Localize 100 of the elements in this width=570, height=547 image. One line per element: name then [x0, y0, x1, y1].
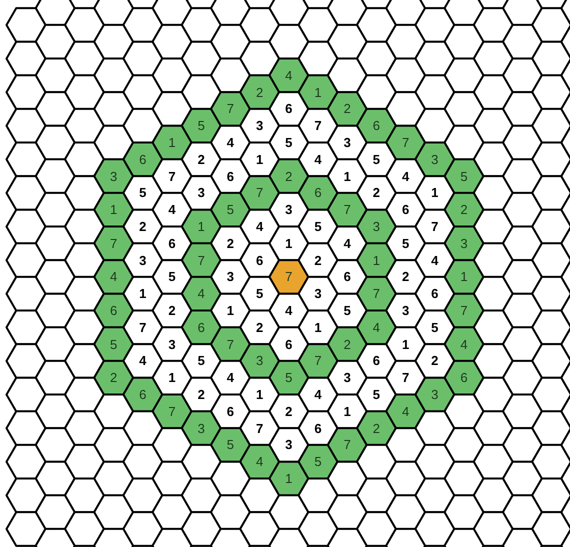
- cell-number: 7: [285, 270, 292, 284]
- cell-number: 2: [431, 354, 438, 368]
- hex-cell: [6, 511, 46, 547]
- cell-number: 4: [285, 304, 292, 318]
- cell-number: 6: [431, 287, 438, 300]
- hex-cell: [6, 310, 46, 346]
- hex-cell: [560, 24, 570, 60]
- cell-number: 5: [256, 287, 264, 300]
- cell-number: 1: [402, 338, 410, 351]
- cell-number: 3: [198, 422, 205, 435]
- cell-number: 6: [285, 338, 292, 351]
- hex-cell: [6, 410, 46, 446]
- hex-cell: [6, 108, 46, 144]
- cell-number: 5: [198, 119, 205, 132]
- cell-number: 7: [314, 119, 322, 132]
- hex-cell: [326, 0, 368, 26]
- cell-number: 7: [226, 102, 234, 116]
- hex-cell: [444, 0, 484, 26]
- cell-number: 2: [285, 404, 292, 418]
- cell-number: 1: [285, 472, 292, 486]
- cell-number: 5: [372, 388, 380, 402]
- cell-number: 4: [344, 236, 351, 250]
- cell-number: 4: [314, 152, 322, 166]
- cell-number: 6: [314, 186, 322, 200]
- cell-number: 3: [314, 287, 322, 300]
- cell-number: 4: [431, 254, 438, 267]
- cell-number: 1: [168, 136, 176, 150]
- hex-cell: [64, 511, 105, 547]
- cell-number: 7: [226, 338, 234, 351]
- hex-cell: [34, 0, 76, 26]
- cell-number: 7: [139, 320, 146, 334]
- cell-number: 3: [344, 371, 351, 384]
- hex-cell: [560, 226, 570, 262]
- cell-number: 3: [460, 236, 468, 250]
- cell-number: 1: [110, 203, 118, 216]
- hex-cell: [6, 40, 46, 76]
- cell-number: 4: [198, 287, 205, 300]
- cell-number: 5: [314, 220, 322, 234]
- cell-number: 3: [256, 119, 264, 132]
- hex-cell: [268, 0, 310, 26]
- cell-number: 6: [460, 371, 468, 384]
- hex-cell: [298, 511, 338, 547]
- cell-number: 1: [314, 86, 322, 99]
- cell-number: 4: [256, 455, 264, 468]
- cell-number: 5: [460, 170, 468, 183]
- cell-number: 5: [285, 371, 292, 384]
- cell-number: 4: [256, 220, 264, 234]
- cell-number: 4: [285, 68, 292, 82]
- cell-number: 3: [402, 304, 410, 318]
- cell-number: 1: [168, 371, 176, 384]
- cell-number: 5: [168, 270, 176, 284]
- cell-number: 5: [198, 354, 205, 368]
- hex-cell: [210, 0, 251, 26]
- cell-number: 2: [198, 152, 205, 166]
- hex-cell: [444, 528, 484, 547]
- cell-number: 6: [402, 203, 410, 216]
- cell-number: 7: [110, 236, 118, 250]
- hex-cell: [356, 511, 397, 547]
- hex-cell: [6, 74, 46, 110]
- cell-number: 5: [226, 203, 234, 216]
- cell-number: 1: [314, 320, 322, 334]
- hex-cell: [6, 276, 46, 312]
- cell-number: 3: [431, 152, 438, 166]
- cell-number: 5: [372, 152, 380, 166]
- cell-number: 7: [168, 170, 176, 183]
- hex-cell: [6, 478, 46, 514]
- hex-cell: [560, 360, 570, 396]
- hex-cell: [122, 511, 164, 547]
- hex-cell: [502, 0, 543, 26]
- cell-number: 1: [226, 304, 234, 318]
- hex-cell: [6, 142, 46, 178]
- hex-cell: [152, 0, 192, 26]
- hex-cell: [6, 376, 46, 412]
- cell-number: 2: [256, 86, 264, 99]
- cell-number: 7: [431, 220, 438, 234]
- cell-number: 6: [168, 236, 176, 250]
- hex-cell: [6, 7, 46, 43]
- hex-cell: [560, 58, 570, 94]
- cell-number: 1: [460, 270, 468, 284]
- hex-cell: [385, 528, 426, 547]
- hex-cell: [502, 528, 543, 547]
- cell-number: 6: [344, 270, 351, 284]
- cell-number: 3: [256, 354, 264, 368]
- hex-cell: [6, 208, 46, 244]
- hex-cell: [472, 511, 514, 547]
- hex-cell: [560, 0, 570, 26]
- cell-number: 1: [431, 186, 438, 200]
- hex-cell: [560, 292, 570, 328]
- cell-number: 6: [372, 119, 380, 132]
- cell-number: 1: [198, 220, 205, 234]
- cell-number: 3: [372, 220, 380, 234]
- cell-number: 6: [139, 152, 146, 166]
- hex-cell: [6, 343, 46, 379]
- cell-number: 2: [314, 254, 322, 267]
- cell-number: 4: [460, 338, 468, 351]
- cell-number: 3: [110, 170, 118, 183]
- cell-number: 5: [285, 136, 292, 150]
- cell-number: 5: [139, 186, 146, 200]
- cell-number: 7: [460, 304, 468, 318]
- cell-number: 3: [431, 388, 438, 402]
